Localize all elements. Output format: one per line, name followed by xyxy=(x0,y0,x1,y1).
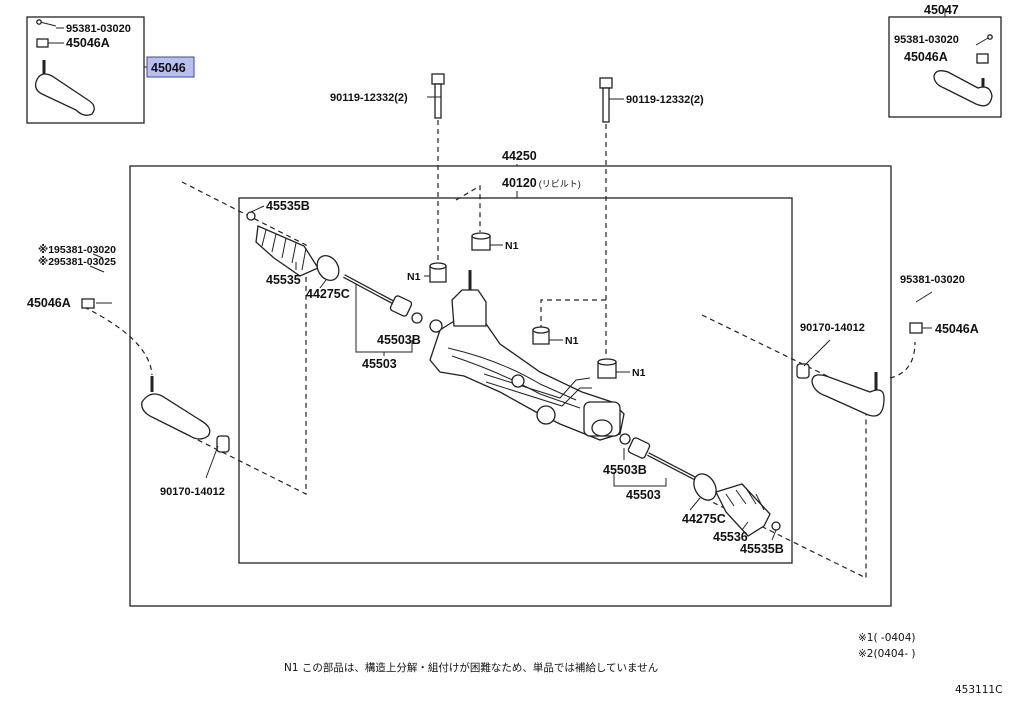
label-nut-right: 45046A xyxy=(935,322,979,336)
label-jam-nut-right: 90170-14012 xyxy=(800,322,865,334)
rack-end-right-icon xyxy=(619,433,699,482)
label-nut-top-right: 45046A xyxy=(904,50,948,64)
label-n1-d: N1 xyxy=(632,367,646,379)
rack-end-left-icon xyxy=(343,274,423,324)
boot-right-icon xyxy=(693,473,781,537)
footnote-period-2: ※2(0404- ) xyxy=(858,648,916,660)
label-n1-c: N1 xyxy=(565,335,579,347)
label-clamp-left: 45535B xyxy=(266,199,310,213)
label-clamp-right: 45535B xyxy=(740,542,784,556)
footnote-period-1: ※1( -0404) xyxy=(858,632,916,644)
label-nut-left: 45046A xyxy=(27,296,71,310)
label-bolt-left: 90119-12332(2) xyxy=(330,92,408,104)
boot-left-icon xyxy=(246,211,340,281)
label-pin-right: 95381-03020 xyxy=(900,274,965,286)
label-45047: 45047 xyxy=(924,3,959,17)
label-45046[interactable]: 45046 xyxy=(151,61,186,75)
label-n1-a: N1 xyxy=(505,240,519,252)
label-pin-top-left: 95381-03020 xyxy=(66,23,131,35)
label-rack-rebuilt: 40120(リビルト) xyxy=(502,176,581,190)
bolt-left-icon xyxy=(431,73,445,119)
label-boot-right: 45536 xyxy=(713,530,748,544)
label-bolt-right: 90119-12332(2) xyxy=(626,94,704,106)
label-clip-right: 44275C xyxy=(682,512,726,526)
label-jam-nut-left: 90170-14012 xyxy=(160,486,225,498)
label-n1-b: N1 xyxy=(407,271,421,283)
label-boot-left: 45535 xyxy=(266,273,301,287)
tie-rod-end-left-icon xyxy=(81,253,230,453)
label-pin-left-2: ※295381-03025 xyxy=(38,256,116,268)
rack-rebuilt-frame xyxy=(238,197,793,564)
label-clip-left: 44275C xyxy=(306,287,350,301)
label-washer-right: 45503B xyxy=(603,463,647,477)
bushing-n1-icon xyxy=(429,232,617,379)
gear-assy-frame xyxy=(129,165,892,607)
tie-rod-end-right-inset-icon xyxy=(933,34,993,107)
footnote-n1: N1 この部品は、構造上分解・組付けが困難なため、単品では補給していません xyxy=(284,661,658,674)
label-pin-left-1: ※195381-03020 xyxy=(38,244,116,256)
label-pin-top-right: 95381-03020 xyxy=(894,34,959,46)
label-rack-end-right: 45503 xyxy=(626,488,661,502)
bolt-right-icon xyxy=(599,77,613,123)
left-tie-rod-end-frame xyxy=(26,16,145,124)
label-nut-top-left: 45046A xyxy=(66,36,110,50)
tie-rod-end-right-icon xyxy=(796,291,933,417)
label-washer-left: 45503B xyxy=(377,333,421,347)
steering-rack-housing-icon xyxy=(429,270,625,441)
label-gear-assy: 44250 xyxy=(502,149,537,163)
diagram-id: 453111C xyxy=(955,684,1002,696)
label-rack-end-left: 45503 xyxy=(362,357,397,371)
